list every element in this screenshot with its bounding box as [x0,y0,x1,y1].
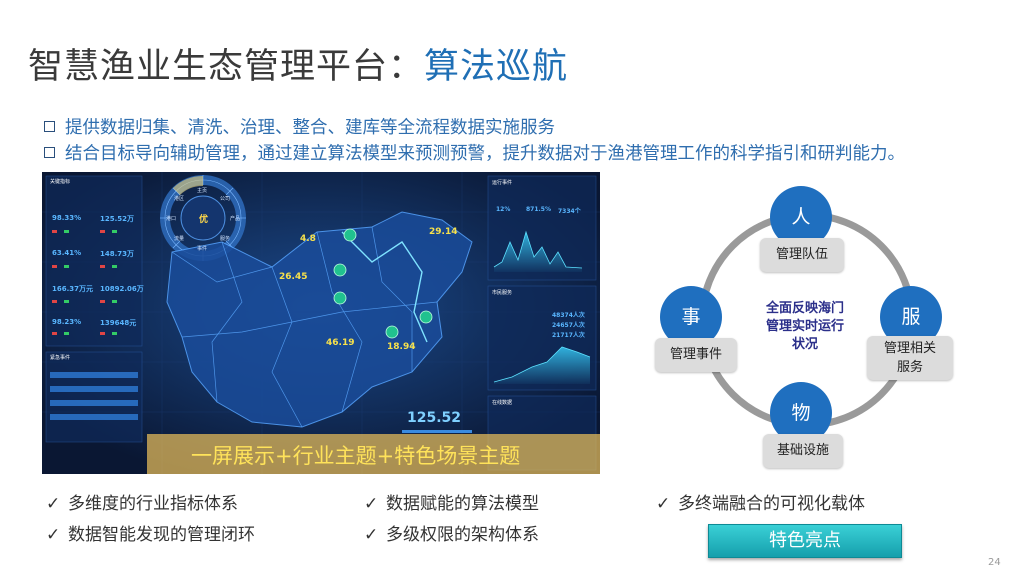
page-number: 24 [988,557,1001,568]
map-value: 29.14 [429,227,458,237]
panel-title: 在线数据 [492,400,513,406]
metric-value: 48374人次 [552,312,585,319]
cycle-center-text: 全面反映海门 管理实时运行 状况 [765,301,844,352]
ring-nav-item[interactable]: 港区 [174,196,185,202]
metric-value: 24657人次 [552,322,585,329]
management-cycle-diagram: 全面反映海门 管理实时运行 状况 人 管理队伍 服 管理相关服务 物 基础设施 … [655,180,955,470]
ring-nav-item[interactable]: 公司 [220,196,231,202]
dashboard-screenshot: 关键指标 紧急事件 运行事件 市民服务 在线数据 98.33% 125.52万 … [42,172,600,474]
metric-value: 10892.06万 [100,285,144,293]
metric-value: 139648元 [100,319,137,327]
metric-value: 63.41% [52,249,82,257]
ring-nav-item[interactable]: 产品 [230,216,241,222]
checkmark-icon: ✓ [364,525,379,545]
map-value: 26.45 [279,272,308,282]
map-value: 46.19 [326,338,355,348]
ring-nav-item[interactable]: 主页 [197,188,208,194]
metric-value: 125.52万 [100,215,135,223]
map-value: 18.94 [387,342,416,352]
square-bullet-icon [44,120,55,132]
metric-value: 21717人次 [552,332,585,339]
panel-title: 市民服务 [492,290,513,296]
check-item: ✓多维度的行业指标体系 [46,494,238,514]
check-item: ✓多终端融合的可视化载体 [656,494,865,514]
ring-nav-item[interactable]: 港口 [166,216,177,222]
cycle-label-service: 管理相关服务 [867,336,953,380]
banner-text: 一屏展示+行业主题+特色场景主题 [191,444,521,468]
cycle-node-facility: 物 [770,382,832,444]
check-item: ✓多级权限的架构体系 [364,525,539,545]
checkmark-icon: ✓ [656,494,671,514]
big-metric-value: 125.52 [407,410,462,426]
bullet-list: 提供数据归集、清洗、治理、整合、建库等全流程数据实施服务 结合目标导向辅助管理，… [44,113,905,165]
ring-nav-item[interactable]: 流量 [174,236,185,242]
panel-title: 关键指标 [50,179,71,185]
checkmark-icon: ✓ [364,494,379,514]
square-bullet-icon [44,146,55,158]
checkmark-icon: ✓ [46,494,61,514]
cycle-node-event: 事 [660,286,722,348]
cycle-label-infrastructure: 基础设施 [763,434,843,468]
title-main: 智慧渔业生态管理平台： [28,47,425,87]
cycle-label-team: 管理队伍 [760,238,844,272]
metric-value: 871.5% [526,206,551,213]
metric-value: 12% [496,206,511,213]
map-value: 4.8 [300,234,316,244]
check-item: ✓数据智能发现的管理闭环 [46,525,255,545]
metric-value: 166.37万元 [52,285,94,293]
dashboard-graphic [42,172,600,474]
ring-nav-item[interactable]: 服务 [220,236,231,242]
highlight-button[interactable]: 特色亮点 [708,524,902,558]
metric-value: 98.33% [52,214,82,222]
metric-value: 98.23% [52,318,82,326]
slide-title: 智慧渔业生态管理平台：算法巡航 [28,38,568,89]
check-item: ✓数据赋能的算法模型 [364,494,539,514]
bullet-item: 提供数据归集、清洗、治理、整合、建库等全流程数据实施服务 [44,113,905,139]
panel-title: 运行事件 [492,180,513,186]
metric-value: 7334个 [558,208,581,215]
cycle-node-people: 人 [770,186,832,248]
title-highlight: 算法巡航 [424,47,569,87]
ring-nav-item[interactable]: 事件 [197,246,208,252]
panel-title: 紧急事件 [50,355,71,361]
checkmark-icon: ✓ [46,525,61,545]
dashboard-banner: 一屏展示+行业主题+特色场景主题 [147,434,600,474]
metric-value: 148.73万 [100,250,135,258]
cycle-label-event: 管理事件 [655,338,737,372]
ring-center-badge: 优 [199,215,209,225]
bullet-item: 结合目标导向辅助管理，通过建立算法模型来预测预警，提升数据对于渔港管理工作的科学… [44,139,905,165]
